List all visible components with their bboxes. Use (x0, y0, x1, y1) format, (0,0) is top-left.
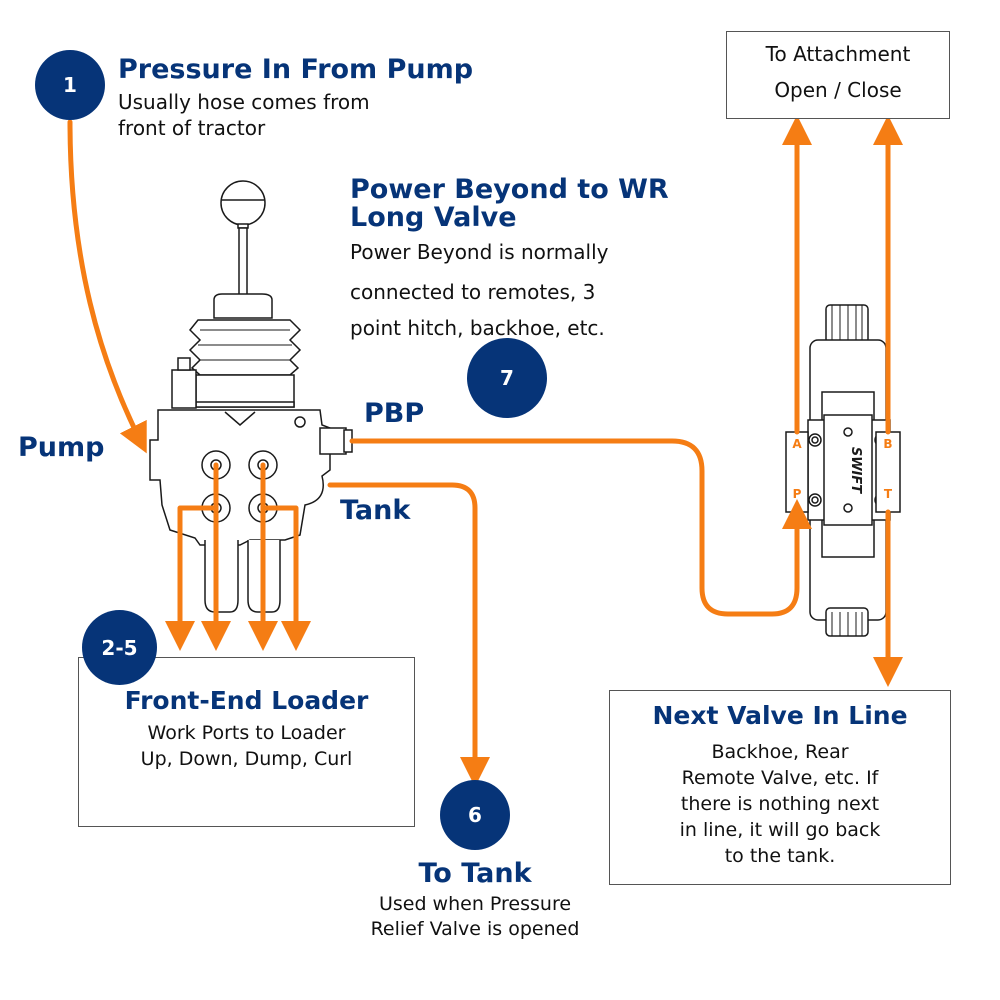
next-valve-desc-line5: to the tank. (724, 845, 836, 867)
pump-inlet-hose[interactable] (67, 119, 147, 454)
port-a-label: A (792, 437, 802, 451)
spool-left (204, 540, 239, 613)
step-2-5-badge: 2-5 (82, 610, 157, 685)
next-valve-desc-line1: Backhoe, Rear (711, 741, 849, 763)
pbp-fitting (319, 427, 347, 455)
step-6-desc-line2: Relief Valve is opened (370, 918, 580, 940)
step-1-desc-line1: Usually hose comes from (118, 90, 370, 114)
pbp-label: PBP (364, 398, 425, 429)
step-7-badge: 7 (467, 338, 547, 418)
port-b-label: B (883, 437, 892, 451)
step-1-title: Pressure In From Pump (118, 54, 474, 85)
step-6-desc-line1: Used when Pressure (378, 893, 572, 915)
step-7-title-line2: Long Valve (350, 202, 517, 233)
step-7-desc-line2: connected to remotes, 3 (350, 280, 596, 304)
joystick-stick (238, 227, 248, 297)
swift-valve-drawing (785, 304, 901, 637)
front-end-loader-desc-line1: Work Ports to Loader (147, 722, 346, 744)
joystick-knob (220, 180, 266, 226)
step-1-desc-line2: front of tractor (118, 116, 266, 140)
relief-valve (171, 369, 197, 409)
next-valve-desc-line2: Remote Valve, etc. If (681, 767, 879, 789)
next-valve-desc-line4: in line, it will go back (679, 819, 881, 841)
attachment-line2: Open / Close (774, 78, 902, 102)
step-6-badge: 6 (440, 780, 510, 850)
step-7-desc-line3: point hitch, backhoe, etc. (350, 316, 605, 340)
attachment-box: To Attachment Open / Close (726, 31, 950, 119)
step-6-title: To Tank (418, 858, 532, 889)
pbp-hose[interactable] (349, 438, 812, 617)
valve-body (149, 409, 331, 546)
work-port-hose-1[interactable] (165, 505, 219, 651)
step-1-badge: 1 (35, 50, 105, 120)
port-t-label: T (884, 487, 893, 501)
valve-brand: SWIFT (848, 447, 863, 494)
tank-return-hose[interactable] (327, 482, 490, 787)
port-p-label: P (793, 487, 802, 501)
pump-label: Pump (18, 432, 105, 463)
attachment-line1: To Attachment (765, 42, 911, 66)
loader-valve-drawing (149, 180, 353, 613)
next-valve-title: Next Valve In Line (652, 701, 908, 730)
front-end-loader-title: Front-End Loader (124, 686, 369, 715)
step-7-desc-line1: Power Beyond is normally (350, 240, 609, 264)
next-valve-box: Next Valve In Line Backhoe, Rear Remote … (609, 690, 951, 885)
port-block-right (875, 431, 901, 513)
front-end-loader-box: Front-End Loader Work Ports to Loader Up… (78, 657, 415, 827)
step-7-title-line1: Power Beyond to WR (350, 174, 669, 205)
front-end-loader-desc-line2: Up, Down, Dump, Curl (140, 748, 353, 770)
next-valve-desc-line3: there is nothing next (680, 793, 880, 815)
tank-label: Tank (340, 495, 411, 526)
joystick-boot (188, 319, 302, 376)
work-port-hose-4[interactable] (260, 505, 311, 651)
